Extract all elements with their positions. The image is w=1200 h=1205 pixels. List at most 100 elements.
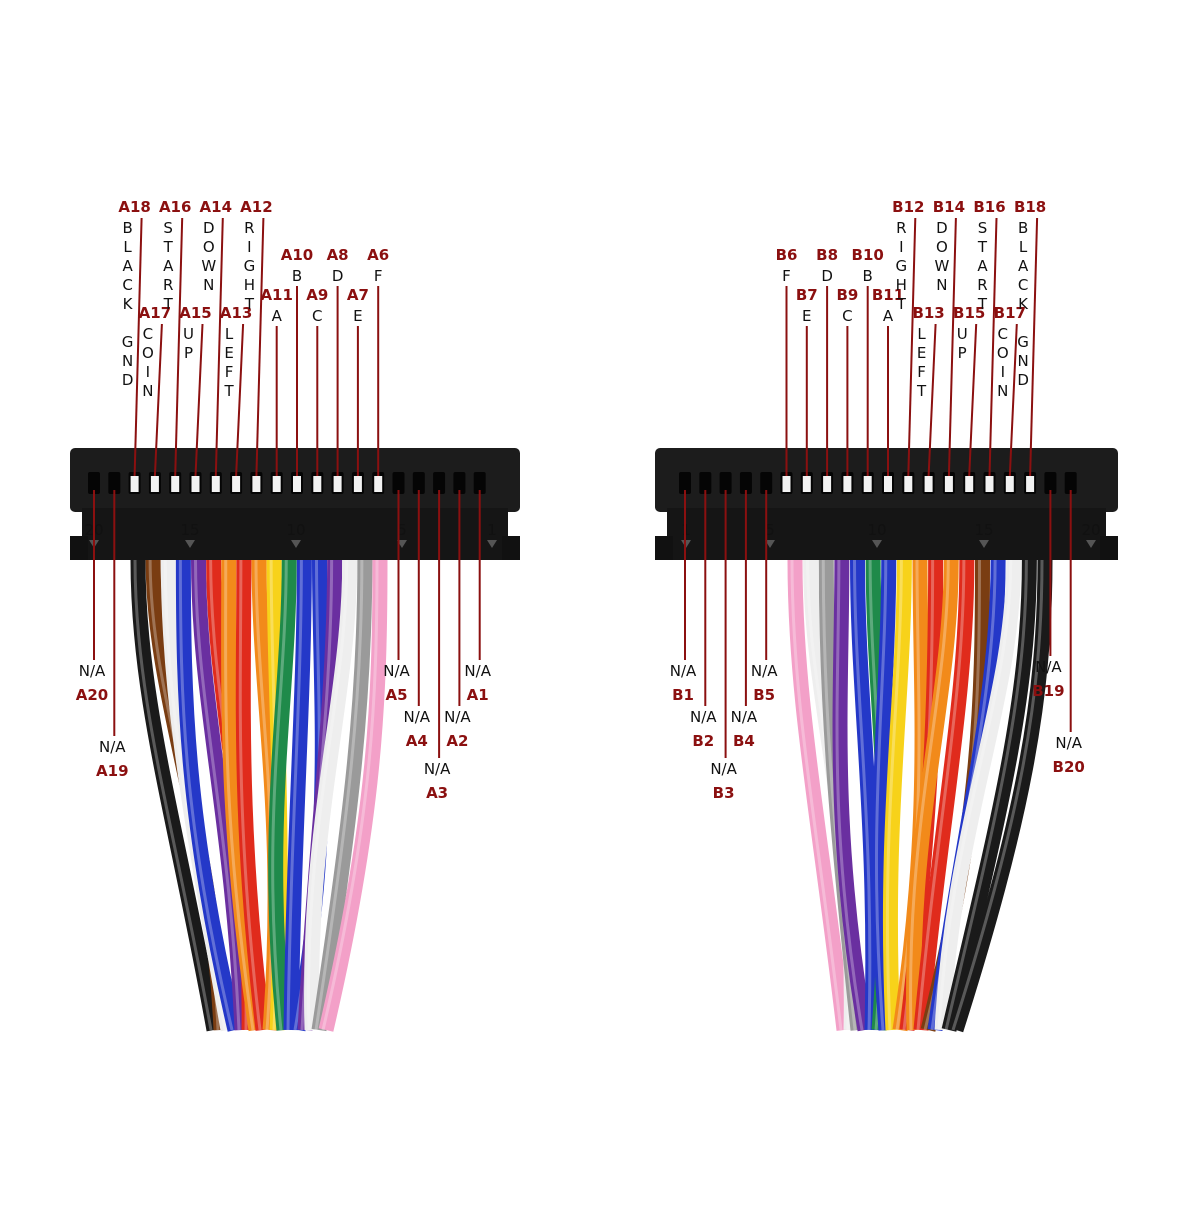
- pin-label: A17: [139, 304, 171, 322]
- wire: [304, 559, 358, 1031]
- function-letter: E: [802, 307, 811, 325]
- pin-label: B9: [836, 286, 858, 304]
- function-letter: P: [958, 344, 967, 362]
- function-letter: T: [977, 238, 988, 256]
- function-letter: T: [163, 238, 174, 256]
- function-letter: N: [122, 352, 133, 370]
- function-letter: N: [997, 382, 1008, 400]
- pin-label: A15: [179, 304, 211, 322]
- wire: [850, 559, 881, 1031]
- function-letter: L: [917, 325, 926, 343]
- pin-label: A2: [446, 732, 468, 750]
- pin-label: A3: [426, 784, 448, 802]
- leader-line: [1029, 217, 1039, 477]
- pin-contact: [272, 476, 281, 492]
- pin-label: A9: [306, 286, 328, 304]
- pin-slot: [453, 472, 466, 494]
- na-label: N/A: [1035, 658, 1062, 676]
- function-letter: U: [957, 325, 968, 343]
- pin-label: B2: [692, 732, 714, 750]
- function-letter: H: [244, 276, 255, 294]
- molding-arrow: [872, 540, 882, 548]
- pin-slot: [760, 472, 773, 494]
- molding-number: 1: [487, 521, 497, 539]
- function-letter: C: [143, 325, 153, 343]
- pin-contact: [924, 476, 933, 492]
- wire: [268, 559, 297, 1031]
- leader-line: [214, 217, 224, 477]
- pin-contact: [884, 476, 892, 492]
- function-letter: E: [224, 344, 233, 362]
- function-letter: C: [122, 276, 132, 294]
- molding-number: 15: [974, 521, 993, 539]
- function-letter: B: [1018, 219, 1028, 237]
- leader-line: [988, 217, 998, 477]
- wire: [235, 559, 271, 1031]
- pin-contact: [191, 476, 200, 492]
- pin-label: B18: [1014, 198, 1046, 216]
- leader-line: [255, 217, 265, 477]
- pin-label: A14: [200, 198, 232, 216]
- function-letter: G: [895, 257, 907, 275]
- wire-bundle-B: [787, 559, 1053, 1033]
- wire: [283, 559, 312, 1031]
- pin-slot: [699, 472, 712, 494]
- function-letter: I: [899, 238, 903, 256]
- function-letter: K: [1018, 295, 1029, 313]
- function-letter: F: [225, 363, 234, 381]
- pin-label: B15: [953, 304, 985, 322]
- function-letter: G: [244, 257, 256, 275]
- function-letter: C: [1018, 276, 1028, 294]
- molding-number: 5: [397, 521, 407, 539]
- function-letter: P: [184, 344, 193, 362]
- pin-label: B7: [796, 286, 818, 304]
- wire: [221, 559, 264, 1032]
- pin-label: A10: [281, 246, 313, 264]
- molding-arrow: [979, 540, 989, 548]
- pin-contact: [293, 476, 301, 492]
- pin-label: B8: [816, 246, 838, 264]
- na-label: N/A: [670, 662, 697, 680]
- molding-number: 20: [1081, 521, 1100, 539]
- leader-line: [907, 217, 917, 477]
- wire: [872, 559, 897, 1031]
- function-letter: N: [1017, 352, 1028, 370]
- pin-label: B12: [892, 198, 924, 216]
- pin-label: B13: [912, 304, 944, 322]
- function-letter: H: [896, 276, 907, 294]
- function-letter: T: [916, 382, 927, 400]
- pin-slot: [392, 472, 405, 494]
- function-letter: L: [1019, 238, 1028, 256]
- wire: [191, 559, 250, 1031]
- function-letter: A: [977, 257, 988, 275]
- function-letter: S: [163, 219, 173, 237]
- function-letter: T: [244, 295, 255, 313]
- wire-highlight: [944, 559, 1028, 1031]
- pin-label: A11: [260, 286, 292, 304]
- pin-contact: [171, 476, 180, 492]
- wire: [787, 559, 852, 1031]
- pin-contact: [313, 476, 322, 492]
- function-letter: T: [163, 295, 174, 313]
- pin-contact: [211, 476, 220, 492]
- na-label: N/A: [404, 708, 431, 726]
- pin-label: B16: [973, 198, 1005, 216]
- na-label: N/A: [424, 760, 451, 778]
- housing-latch: [655, 536, 673, 560]
- wire: [311, 559, 373, 1032]
- leader-line: [947, 217, 957, 477]
- function-letter: W: [934, 257, 949, 275]
- function-letter: B: [863, 267, 873, 285]
- pin-slot: [679, 472, 691, 494]
- pin-slot: [412, 472, 425, 494]
- connector-B: 15101520B6FB7EB8DB9CB10BB11AB12RIGHTB13L…: [655, 198, 1118, 1033]
- molding-number: 15: [180, 521, 199, 539]
- function-letter: I: [1001, 363, 1005, 381]
- wire: [175, 559, 243, 1032]
- function-letter: B: [292, 267, 302, 285]
- wire: [906, 559, 959, 1031]
- pin-label: A5: [385, 686, 407, 704]
